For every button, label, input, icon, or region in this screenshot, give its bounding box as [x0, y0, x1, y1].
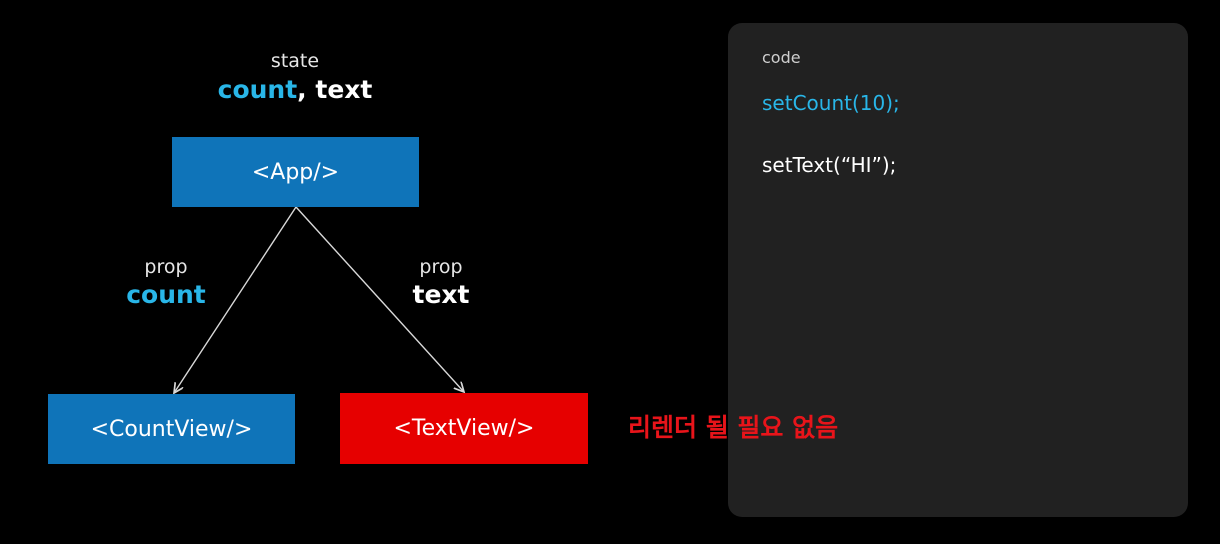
rerender-note: 리렌더 될 필요 없음 — [628, 413, 839, 442]
code-caption: code — [762, 48, 801, 67]
textview-component-box: <TextView/> — [340, 393, 588, 464]
countview-component-box: <CountView/> — [48, 394, 295, 464]
arrow-to-countview — [174, 206, 297, 393]
prop-right-caption: prop — [419, 256, 463, 278]
code-line-set-count: setCount(10); — [762, 91, 900, 115]
app-component-box: <App/> — [172, 137, 419, 207]
prop-right-value: text — [412, 280, 470, 309]
state-caption: state — [270, 50, 320, 72]
countview-component-label: <CountView/> — [90, 416, 253, 442]
arrow-to-textview — [295, 206, 464, 392]
app-component-label: <App/> — [251, 159, 340, 185]
prop-left-caption: prop — [144, 256, 188, 278]
code-panel: code setCount(10); setText(“HI”); — [728, 23, 1188, 517]
state-text: , text — [297, 75, 373, 104]
state-count: count — [217, 75, 298, 104]
code-line-set-text: setText(“HI”); — [762, 153, 897, 177]
state-values: count, text — [145, 75, 445, 104]
textview-component-label: <TextView/> — [393, 416, 535, 441]
prop-left-value: count — [126, 280, 206, 309]
